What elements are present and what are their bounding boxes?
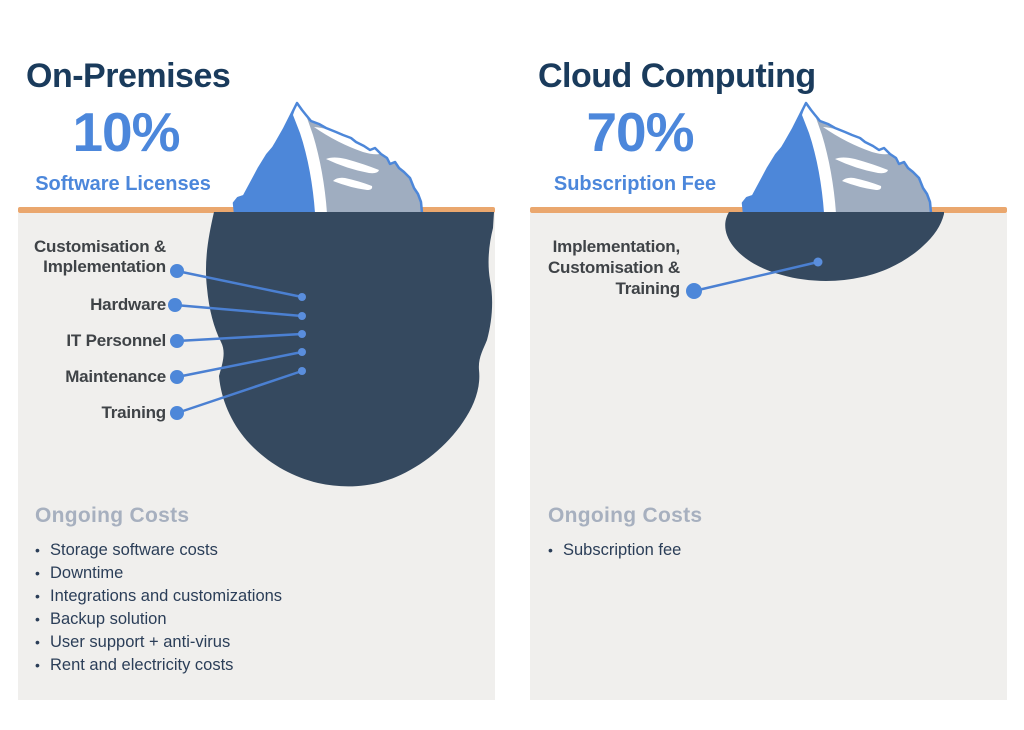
- iceberg-label-line: Hardware: [90, 295, 166, 314]
- iceberg-label-it-personnel: IT Personnel: [18, 331, 166, 351]
- cost-list-item: Storage software costs: [33, 539, 473, 562]
- cost-list-item: User support + anti-virus: [33, 631, 473, 654]
- cloud-computing-title: Cloud Computing: [538, 57, 816, 95]
- on-premises-percent: 10%: [72, 101, 180, 163]
- ongoing-costs-list-left: Storage software costs Downtime Integrat…: [33, 539, 473, 677]
- cloud-percent-label: Subscription Fee: [553, 173, 717, 195]
- iceberg-label-line: Customisation &: [547, 258, 680, 277]
- ongoing-costs-list-right: Subscription fee: [546, 539, 966, 562]
- iceberg-label-line: Maintenance: [65, 367, 166, 386]
- iceberg-label-implementation-customisation-training: Implementation, Customisation & Training: [530, 236, 680, 299]
- cloud-percent: 70%: [586, 101, 694, 163]
- on-premises-percent-label: Software Licenses: [35, 173, 211, 195]
- cost-list-item: Downtime: [33, 562, 473, 585]
- iceberg-label-line: Implementation,: [552, 237, 681, 256]
- cost-list-item: Rent and electricity costs: [33, 654, 473, 677]
- ongoing-costs-title-right: Ongoing Costs: [548, 504, 703, 527]
- iceberg-label-customisation-implementation: Customisation & Implementation: [18, 237, 166, 277]
- cloud-panel-background: [530, 213, 1007, 700]
- iceberg-label-training: Training: [18, 403, 166, 423]
- cost-list-item: Subscription fee: [546, 539, 966, 562]
- cost-list-item: Integrations and customizations: [33, 585, 473, 608]
- on-premises-title: On-Premises: [26, 57, 231, 95]
- ongoing-costs-title-left: Ongoing Costs: [35, 504, 190, 527]
- iceberg-label-line: Training: [615, 279, 680, 298]
- waterline-left: [18, 207, 495, 213]
- iceberg-label-hardware: Hardware: [18, 295, 166, 315]
- iceberg-label-line: Training: [101, 403, 166, 422]
- iceberg-label-line: Customisation &: [33, 237, 166, 256]
- iceberg-label-maintenance: Maintenance: [18, 367, 166, 387]
- waterline-right: [530, 207, 1007, 213]
- iceberg-label-line: Implementation: [43, 257, 166, 276]
- iceberg-label-line: IT Personnel: [66, 331, 166, 350]
- cost-list-item: Backup solution: [33, 608, 473, 631]
